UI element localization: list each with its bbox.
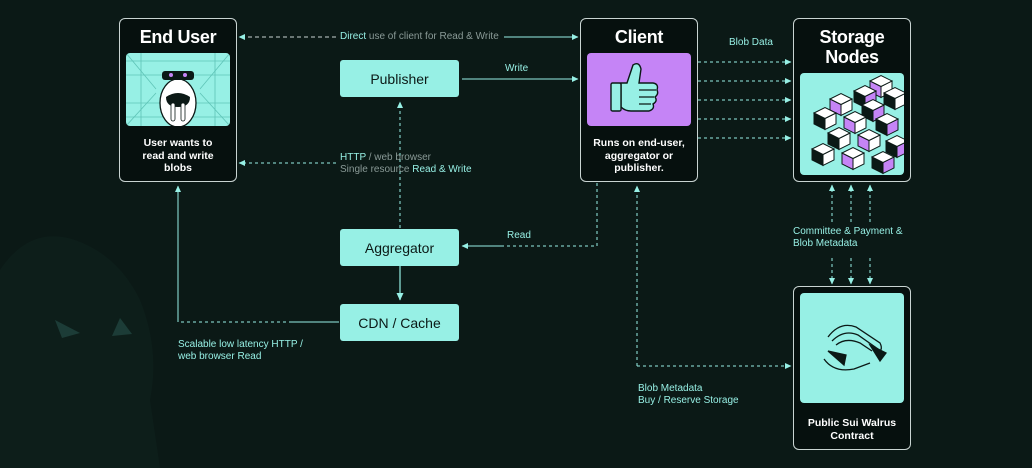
storage-cube xyxy=(826,126,852,140)
storage-cubes-illustration xyxy=(800,73,904,175)
cdn-cache-node[interactable]: CDN / Cache xyxy=(340,304,459,341)
end-user-description: User wants to read and write blobs xyxy=(142,137,214,174)
line-client-down xyxy=(504,183,598,247)
storage-cube xyxy=(812,106,838,120)
blob-data-arrows xyxy=(698,59,792,141)
storage-cube xyxy=(884,134,904,148)
client-card: Client Runs on end-user, aggregator or p… xyxy=(580,18,698,182)
storage-nodes-card: Storage Nodes xyxy=(793,18,911,182)
contract-card: Public Sui Walrus Contract xyxy=(793,286,911,450)
aggregator-node[interactable]: Aggregator xyxy=(340,229,459,266)
storage-cube xyxy=(828,92,854,106)
label-http: HTTP / web browser xyxy=(340,152,431,163)
label-write: Write xyxy=(505,63,529,74)
storage-cube xyxy=(860,98,886,112)
background-figure xyxy=(0,236,160,468)
publisher-node[interactable]: Publisher xyxy=(340,60,459,97)
storage-cube xyxy=(852,84,878,98)
label-blob-data: Blob Data xyxy=(729,37,773,48)
client-title: Client xyxy=(614,27,664,47)
end-user-card: End User User wants to read and xyxy=(119,18,237,182)
label-read: Read xyxy=(507,230,531,241)
end-user-title: End User xyxy=(139,27,217,47)
storage-cube xyxy=(896,142,904,159)
label-single-resource: Single resource Read & Write xyxy=(340,164,472,175)
label-direct-use: Direct use of client for Read & Write xyxy=(340,31,499,42)
storage-cube xyxy=(842,110,868,124)
committee-arrows xyxy=(829,184,873,285)
walrus-user-illustration xyxy=(126,53,230,126)
contract-illustration xyxy=(800,293,904,403)
storage-nodes-title: Storage Nodes xyxy=(819,27,885,67)
storage-cube xyxy=(868,74,894,88)
label-blob-metadata: Blob Metadata Buy / Reserve Storage xyxy=(638,383,739,406)
label-scalable: Scalable low latency HTTP / web browser … xyxy=(178,339,303,362)
client-description: Runs on end-user, aggregator or publishe… xyxy=(593,137,685,174)
thumbs-up-illustration xyxy=(587,53,691,126)
storage-cube xyxy=(840,146,866,160)
storage-cube xyxy=(874,112,900,126)
label-committee: Committee & Payment & Blob Metadata xyxy=(793,226,903,249)
storage-cube xyxy=(856,128,882,142)
storage-cube xyxy=(810,142,836,156)
storage-cube xyxy=(882,86,904,100)
contract-title: Public Sui Walrus Contract xyxy=(807,417,897,442)
storage-cube xyxy=(870,150,896,164)
